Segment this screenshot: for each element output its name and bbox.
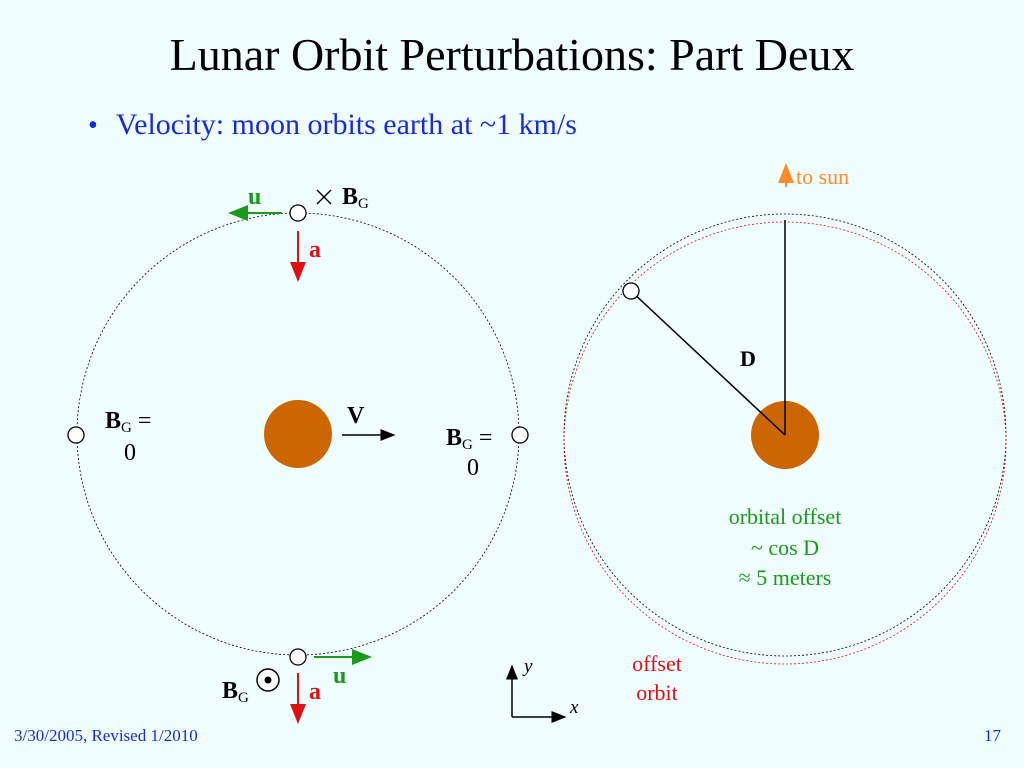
u-label-bottom: u <box>333 663 346 689</box>
bullet-item: • Velocity: moon orbits earth at ~1 km/s <box>88 108 577 142</box>
into-page-icon <box>316 189 332 205</box>
footer-date: 3/30/2005, Revised 1/2010 <box>14 726 198 745</box>
bg-label-bottom: BG <box>222 678 249 706</box>
moon-radius-line <box>630 290 786 436</box>
bg-label-top: BG <box>342 184 369 212</box>
a-label-bottom: a <box>309 679 321 705</box>
bg-label-right: BG = <box>446 425 492 453</box>
v-label: V <box>347 403 365 429</box>
out-of-page-icon <box>256 668 280 692</box>
earth-left <box>264 400 332 468</box>
right-orbit-path <box>563 213 1007 657</box>
offset-text-line2: ~ cos D <box>751 535 819 560</box>
bullet-text: Velocity: moon orbits earth at ~1 km/s <box>115 108 577 141</box>
moon-top <box>289 204 307 222</box>
moon-left <box>67 426 85 444</box>
offset-orbit-label-line2: orbit <box>636 680 678 705</box>
a-label-top: a <box>309 237 321 263</box>
bg-value-left: 0 <box>124 440 136 466</box>
page-number: 17 <box>984 726 1001 745</box>
x-axis-label: x <box>569 697 579 718</box>
d-label: D <box>740 346 756 371</box>
slide-title: Lunar Orbit Perturbations: Part Deux <box>169 29 855 80</box>
to-sun-label: to sun <box>796 164 849 189</box>
bullet-dot-icon: • <box>88 110 98 141</box>
bg-label-left: BG = <box>105 408 151 436</box>
u-label-top: u <box>248 184 261 210</box>
offset-text-line3: ≈ 5 meters <box>739 565 832 590</box>
moon-bottom <box>289 648 307 666</box>
offset-text-line1: orbital offset <box>729 504 842 529</box>
offset-orbit-label-line1: offset <box>632 651 682 676</box>
y-axis-label: y <box>522 656 533 677</box>
moon-right <box>511 426 529 444</box>
moon-right-diagram <box>622 282 640 300</box>
bg-value-right: 0 <box>467 455 479 481</box>
coordinate-axes <box>506 664 567 723</box>
